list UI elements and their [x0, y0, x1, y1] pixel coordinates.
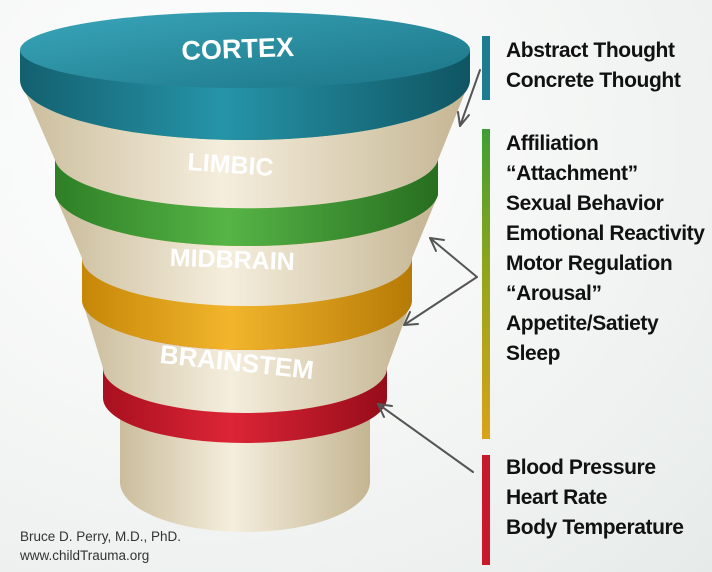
- legend-item: “Arousal”: [506, 279, 705, 309]
- legend-item: Sexual Behavior: [506, 189, 705, 219]
- tier-label-cortex: CORTEX: [181, 32, 294, 66]
- legend-item: Sleep: [506, 339, 705, 369]
- legend-color-bar-brainstem: [482, 455, 490, 565]
- legend-item: Body Temperature: [506, 513, 684, 543]
- legend-item: Blood Pressure: [506, 453, 684, 483]
- credit-website: www.childTrauma.org: [20, 546, 181, 565]
- tier-label-limbic: LIMBIC: [187, 148, 275, 182]
- credit-block: Bruce D. Perry, M.D., PhD. www.childTrau…: [20, 527, 181, 565]
- legend-item: “Attachment”: [506, 159, 705, 189]
- legend-item: Motor Regulation: [506, 249, 705, 279]
- arrow-to-base: [378, 404, 473, 472]
- arrow-to-midbrain: [430, 238, 477, 277]
- legend-color-bar-limbic-midbrain: [482, 129, 490, 439]
- tier-label-midbrain: MIDBRAIN: [169, 244, 295, 276]
- legend-item: Abstract Thought: [506, 36, 680, 66]
- legend-item: Concrete Thought: [506, 66, 680, 96]
- legend-item: Affiliation: [506, 129, 705, 159]
- legend-item: Appetite/Satiety: [506, 309, 705, 339]
- arrow-to-brainstem: [404, 277, 477, 325]
- legend-item: Emotional Reactivity: [506, 219, 705, 249]
- legend-color-bar-cortex: [482, 36, 490, 100]
- credit-author: Bruce D. Perry, M.D., PhD.: [20, 527, 181, 546]
- legend-item: Heart Rate: [506, 483, 684, 513]
